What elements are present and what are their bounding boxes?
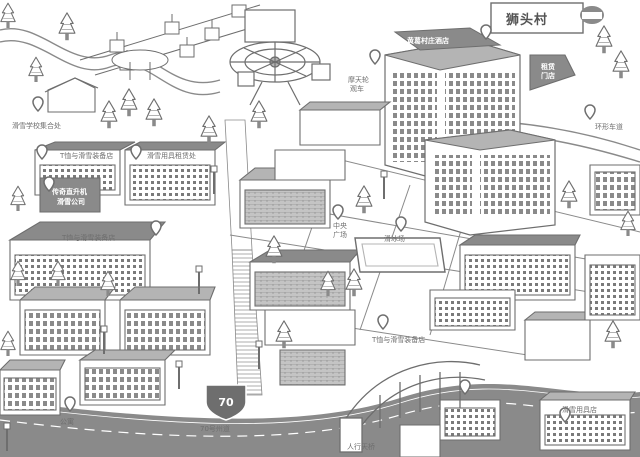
label-lift-company-2: 滑雪公司 xyxy=(57,198,85,206)
label-ski-rental: 滑雪用具租赁处 xyxy=(147,152,196,160)
label-lift-company-1: 传奇直升机 xyxy=(52,188,87,196)
label-hotel: 黄葛村庄酒店 xyxy=(407,37,449,45)
ferris-wheel-icon xyxy=(229,9,331,106)
label-tshirt-shop-3: T恤与滑雪装备店 xyxy=(372,336,426,344)
footbridge xyxy=(339,360,486,453)
label-footbridge: 人行天桥 xyxy=(347,443,375,451)
label-tshirt-shop-2: T恤与滑雪装备店 xyxy=(62,234,116,242)
label-tshirt-shop-1: T恤与滑雪装备店 xyxy=(60,152,114,160)
route-number: 70 xyxy=(218,396,234,409)
buildings-center xyxy=(238,101,446,386)
map-pin-icon xyxy=(32,24,596,424)
label-ferris-2: 观车 xyxy=(350,85,364,93)
title-badge xyxy=(490,2,604,34)
label-ski-school: 滑雪学校集合处 xyxy=(12,122,61,130)
hotel-building xyxy=(384,27,556,236)
label-apartment: 公寓 xyxy=(60,418,74,426)
village-title: 狮头村 xyxy=(506,13,549,28)
label-ring-road: 环形车道 xyxy=(595,123,623,131)
label-rental-sign-2: 门店 xyxy=(541,72,555,80)
label-central-1: 中央 xyxy=(333,222,347,230)
route-shield-icon xyxy=(205,384,247,421)
label-highway: 70号州道 xyxy=(200,425,230,433)
cable-car-icon xyxy=(79,4,271,80)
label-rental-sign-1: 租赁 xyxy=(541,63,555,71)
label-central-2: 广场 xyxy=(333,231,347,239)
label-skating: 滑冰场 xyxy=(384,235,405,243)
label-ferris-1: 摩天轮 xyxy=(348,76,369,84)
buildings-left xyxy=(0,77,227,416)
label-ski-shop: 滑雪用具店 xyxy=(562,406,597,414)
